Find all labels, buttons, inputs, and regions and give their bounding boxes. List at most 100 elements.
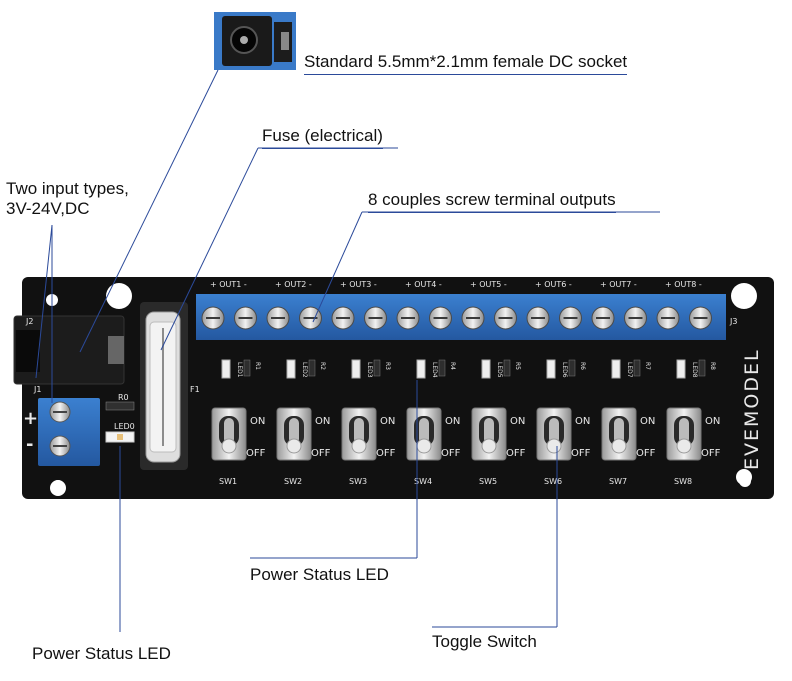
minus-mark: - xyxy=(26,434,33,455)
terminal-screw xyxy=(526,306,550,330)
switch-off-label: OFF xyxy=(441,448,461,459)
switch-off-label: OFF xyxy=(376,448,396,459)
ref-j1: J1 xyxy=(33,385,41,394)
switch-on-label: ON xyxy=(250,416,265,427)
switch-label: SW5 xyxy=(479,477,497,486)
channel-led: LED7 R7 xyxy=(611,359,651,379)
led-label: LED3 xyxy=(366,362,373,378)
terminal-screw xyxy=(559,306,582,330)
led-label: LED5 xyxy=(496,362,503,378)
resistor-label: R5 xyxy=(514,362,521,370)
output-label: + OUT1 - xyxy=(210,280,247,289)
switch-label: SW4 xyxy=(414,477,432,486)
terminal-screw xyxy=(364,306,387,330)
output-label: + OUT7 - xyxy=(600,280,637,289)
plus-mark: + xyxy=(23,408,38,429)
dc-socket-photo xyxy=(214,12,296,70)
ref-j2: J2 xyxy=(25,317,33,326)
led-label: LED8 xyxy=(691,362,698,378)
dc-socket-callout: Standard 5.5mm*2.1mm female DC socket xyxy=(304,52,628,75)
channel-led: LED4 R4 xyxy=(416,359,456,379)
channel-led: LED5 R5 xyxy=(481,359,521,379)
output-terminal-block xyxy=(196,294,726,340)
terminal-screw xyxy=(624,306,647,330)
switch-on-label: ON xyxy=(445,416,460,427)
terminal-screw xyxy=(494,306,517,330)
ref-f1: F1 xyxy=(190,385,200,394)
power-led xyxy=(105,401,135,443)
output-label: + OUT5 - xyxy=(470,280,507,289)
resistor-label: R8 xyxy=(709,362,716,370)
led-label: LED6 xyxy=(561,362,568,378)
silkscreen: J2 J1 J3 F1 R0 LED0 + - EVEMODEL + OUT1 … xyxy=(23,280,763,470)
ref-led0: LED0 xyxy=(114,422,135,431)
led-label: LED7 xyxy=(626,362,633,378)
toggle-switch[interactable]: ON OFF SW7 xyxy=(601,407,656,486)
switch-off-label: OFF xyxy=(246,448,266,459)
toggle-switch[interactable]: ON OFF SW5 xyxy=(471,407,526,486)
fuse-holder xyxy=(140,302,188,470)
led-label: LED1 xyxy=(236,362,243,378)
resistor-label: R2 xyxy=(319,362,326,370)
toggle-switch[interactable]: ON OFF SW6 xyxy=(536,407,591,486)
toggle-switches: ONOFFSW1ONOFFSW2ONOFFSW3ONOFFSW4ONOFFSW5… xyxy=(211,407,721,486)
terminal-screw xyxy=(331,306,355,330)
switch-off-label: OFF xyxy=(311,448,331,459)
toggle-switch[interactable]: ON OFF SW1 xyxy=(211,407,266,486)
led-label: LED4 xyxy=(431,362,438,378)
toggle-switch[interactable]: ON OFF SW4 xyxy=(406,407,461,486)
power-led-callout-left: Power Status LED xyxy=(32,644,171,663)
switch-on-label: ON xyxy=(640,416,655,427)
switch-on-label: ON xyxy=(575,416,590,427)
output-label: + OUT8 - xyxy=(665,280,702,289)
terminals-callout: 8 couples screw terminal outputs xyxy=(368,190,616,213)
switch-on-label: ON xyxy=(315,416,330,427)
terminal-screw xyxy=(429,306,452,330)
switch-label: SW8 xyxy=(674,477,692,486)
ref-j3: J3 xyxy=(729,317,737,326)
channel-led: LED2 R2 xyxy=(286,359,326,379)
switch-off-label: OFF xyxy=(701,448,721,459)
terminal-screw xyxy=(396,306,420,330)
switch-off-label: OFF xyxy=(506,448,526,459)
brand-logo: EVEMODEL xyxy=(741,348,763,470)
channel-led: LED8 R8 xyxy=(676,359,716,379)
fuse-callout: Fuse (electrical) xyxy=(262,126,383,149)
output-label: + OUT6 - xyxy=(535,280,572,289)
output-label: + OUT3 - xyxy=(340,280,377,289)
channel-led: LED3 R3 xyxy=(351,359,391,379)
input-types-callout: Two input types, 3V-24V,DC xyxy=(6,179,129,218)
output-label: + OUT4 - xyxy=(405,280,442,289)
terminal-screw xyxy=(656,306,680,330)
switch-label: SW1 xyxy=(219,477,237,486)
output-label: + OUT2 - xyxy=(275,280,312,289)
toggle-switch-callout: Toggle Switch xyxy=(432,632,537,651)
input-terminal xyxy=(38,398,100,466)
terminal-screw xyxy=(461,306,485,330)
terminal-screw xyxy=(299,306,322,330)
resistor-label: R7 xyxy=(644,362,651,370)
switch-on-label: ON xyxy=(510,416,525,427)
power-led-callout-center: Power Status LED xyxy=(250,565,389,584)
led-label: LED2 xyxy=(301,362,308,378)
switch-off-label: OFF xyxy=(571,448,591,459)
switch-label: SW6 xyxy=(544,477,562,486)
terminal-screw xyxy=(234,306,257,330)
switch-on-label: ON xyxy=(380,416,395,427)
ref-r0: R0 xyxy=(118,393,129,402)
switch-off-label: OFF xyxy=(636,448,656,459)
resistor-label: R3 xyxy=(384,362,391,370)
terminal-screw xyxy=(689,306,712,330)
terminal-screw xyxy=(591,306,615,330)
terminal-screw xyxy=(201,306,225,330)
resistor-label: R4 xyxy=(449,362,456,370)
switch-label: SW7 xyxy=(609,477,627,486)
resistor-label: R6 xyxy=(579,362,586,370)
